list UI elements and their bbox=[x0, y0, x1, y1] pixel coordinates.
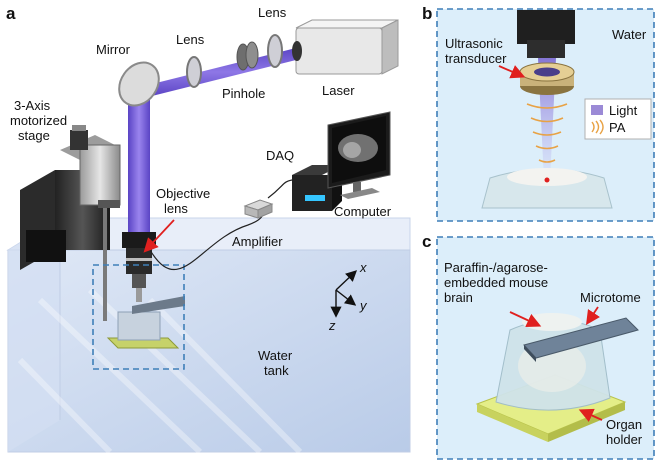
cable-amplifier-daq bbox=[267, 179, 293, 199]
panel-b-letter: b bbox=[422, 4, 432, 23]
objective-arrow bbox=[143, 219, 175, 253]
label-water-line2: tank bbox=[264, 363, 289, 378]
laser-beam-vertical bbox=[128, 96, 150, 234]
label-sample-line1: Paraffin-/agarose- bbox=[444, 260, 548, 275]
legend-b: Light PA bbox=[584, 98, 652, 140]
label-daq: DAQ bbox=[266, 148, 294, 163]
label-lens-2: Lens bbox=[258, 5, 287, 20]
label-mirror: Mirror bbox=[96, 42, 131, 57]
label-lens-1: Lens bbox=[176, 32, 205, 47]
sample-block-b bbox=[481, 168, 613, 209]
label-sample-line2: embedded mouse bbox=[444, 275, 548, 290]
lens-2 bbox=[267, 34, 283, 68]
lens-1 bbox=[186, 56, 202, 88]
microtome-blade bbox=[523, 317, 639, 362]
objective-tip-b bbox=[517, 10, 575, 44]
holder-arrow bbox=[578, 408, 603, 422]
label-transducer-line1: Ultrasonic bbox=[445, 36, 503, 51]
label-holder-line1: Organ bbox=[606, 417, 642, 432]
label-objective-line1: Objective bbox=[156, 186, 210, 201]
amplifier bbox=[243, 199, 274, 219]
label-laser: Laser bbox=[322, 83, 355, 98]
transducer-arrow bbox=[498, 65, 526, 79]
label-holder-line2: holder bbox=[606, 432, 643, 447]
axis-y-label: y bbox=[359, 298, 368, 313]
legend-light-swatch bbox=[591, 105, 603, 115]
label-sample-line3: brain bbox=[444, 290, 473, 305]
label-stage-line1: 3-Axis bbox=[14, 98, 51, 113]
axis-x-label: x bbox=[359, 260, 367, 275]
label-microtome: Microtome bbox=[580, 290, 641, 305]
computer-monitor bbox=[327, 111, 391, 199]
legend-pa-label: PA bbox=[609, 120, 626, 135]
label-computer: Computer bbox=[334, 204, 392, 219]
label-transducer-line2: transducer bbox=[445, 51, 507, 66]
laser-beam-horizontal bbox=[140, 47, 300, 97]
panel-b: b Light bbox=[422, 4, 655, 222]
panel-c-letter: c bbox=[422, 232, 431, 251]
label-objective-line2: lens bbox=[164, 201, 188, 216]
motorized-stage bbox=[20, 125, 121, 321]
label-stage-line2: motorized bbox=[10, 113, 67, 128]
mirror bbox=[118, 61, 160, 107]
legend-pa-swatch bbox=[591, 119, 604, 135]
sample-arrow bbox=[509, 311, 542, 327]
label-stage-line3: stage bbox=[18, 128, 50, 143]
label-pinhole: Pinhole bbox=[222, 86, 265, 101]
ultrasonic-transducer bbox=[519, 62, 575, 95]
axis-z-label: z bbox=[328, 318, 336, 333]
panel-a: a bbox=[6, 4, 411, 455]
laser-source bbox=[292, 19, 399, 75]
label-amplifier: Amplifier bbox=[232, 234, 283, 249]
panel-c: c Paraffin-/agarose- embedded mouse brai… bbox=[422, 232, 655, 460]
microtome-arrow bbox=[586, 306, 600, 325]
sample-holder-a bbox=[106, 296, 185, 349]
label-water-b: Water bbox=[612, 27, 647, 42]
panel-a-letter: a bbox=[6, 4, 16, 23]
water-tank bbox=[6, 217, 411, 455]
zoom-region-box bbox=[92, 264, 185, 370]
label-water-line1: Water bbox=[258, 348, 293, 363]
pinhole bbox=[236, 41, 259, 71]
pa-waves bbox=[526, 103, 568, 163]
coordinate-axes: x y z bbox=[328, 260, 368, 333]
legend-light-label: Light bbox=[609, 103, 638, 118]
